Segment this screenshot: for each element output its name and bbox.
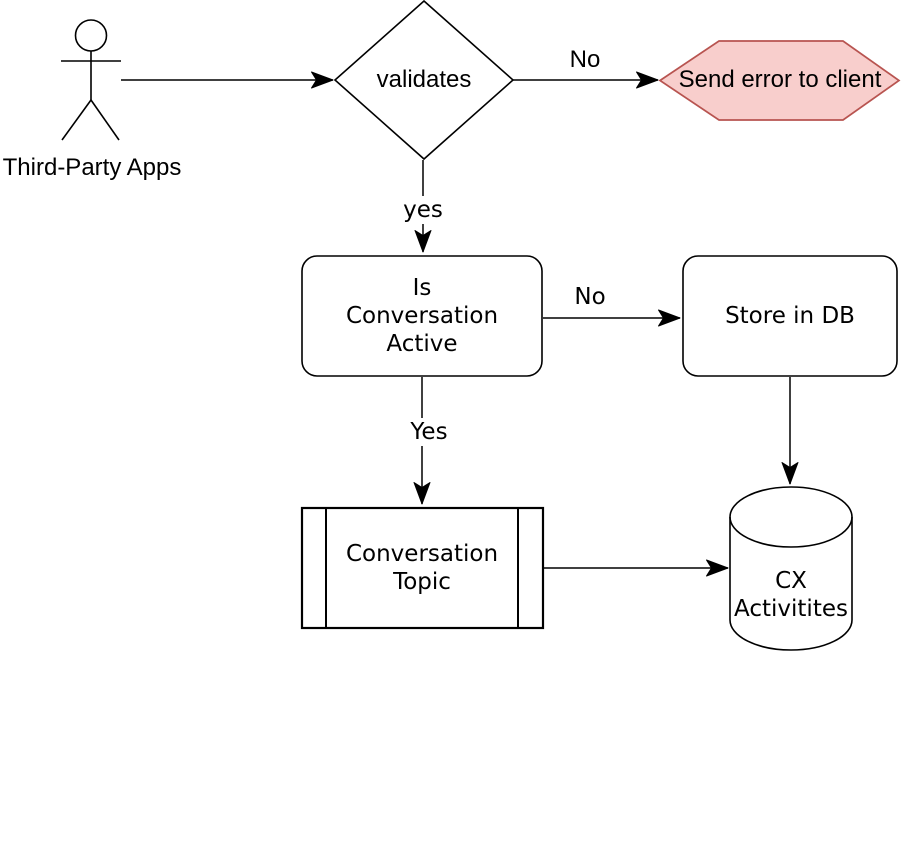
edge-label-validates-no: No (566, 46, 604, 74)
cylinder-cx-activities-shape (729, 486, 853, 651)
edge-label-validates-yes: yes (400, 196, 446, 224)
cx-activities-label: CX Activitites (734, 568, 848, 622)
actor-icon (61, 19, 121, 141)
is-conversation-active-label: Is Conversation Active (345, 275, 499, 357)
hexagon-send-error-shape (658, 40, 901, 121)
box-store-in-db-shape (682, 255, 898, 377)
subprocess-conversation-topic-shape (300, 506, 545, 630)
validates-label: validates (376, 66, 472, 93)
edge-label-active-no: No (571, 283, 609, 311)
store-in-db-label: Store in DB (725, 303, 855, 329)
edge-label-active-yes: Yes (407, 418, 451, 446)
send-error-label: Send error to client (678, 66, 882, 93)
actor-label: Third-Party Apps (2, 154, 182, 181)
box-is-conversation-active-shape (301, 255, 543, 377)
conversation-topic-label: Conversation Topic (345, 541, 499, 595)
decision-validates-shape (333, 0, 515, 161)
